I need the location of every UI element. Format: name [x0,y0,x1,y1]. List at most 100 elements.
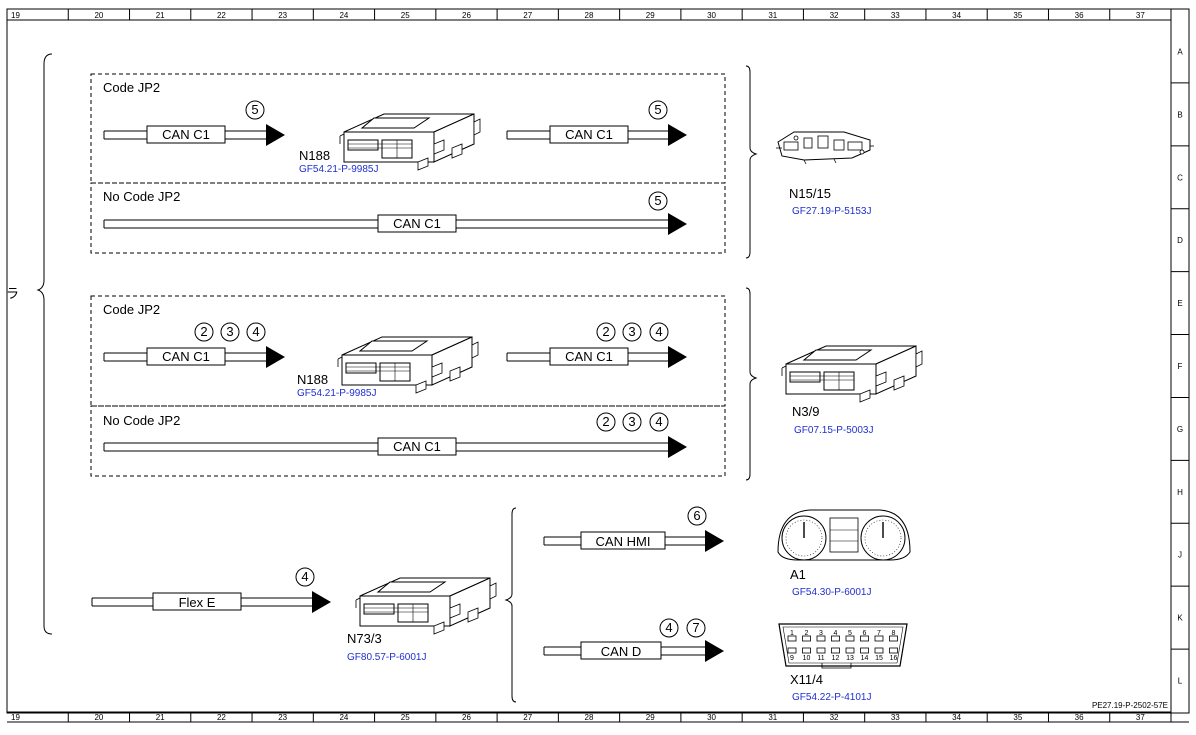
column-label: 30 [707,713,716,722]
column-label: 34 [952,713,961,722]
bus-label: CAN C1 [565,127,613,142]
module-n15-15-drawing [776,131,874,165]
column-label: 27 [523,11,532,20]
row-label: J [1178,551,1182,560]
bus-line-can-c1-direct-2: CAN C1 [103,436,687,458]
unit-ref: GF54.22-P-4101J [792,692,872,703]
column-label: 36 [1075,713,1084,722]
column-label: 23 [278,11,287,20]
row-label: B [1177,110,1182,119]
ecu-n188-1 [339,113,481,171]
badge: 2 [194,322,214,342]
column-label: 35 [1013,713,1022,722]
ecu-n73-3 [355,577,497,635]
obd-pin [802,635,811,642]
column-label: 33 [891,713,900,722]
unit-ref: GF80.57-P-6001J [347,652,427,663]
bus-label: CAN C1 [393,439,441,454]
obd-pin [889,635,898,642]
svg-text:5: 5 [654,102,661,117]
target-brace-1 [745,65,758,259]
bus-label: CAN HMI [596,534,651,549]
svg-text:6: 6 [693,508,700,523]
svg-text:5: 5 [654,193,661,208]
obd-pin [845,635,855,642]
obd-pin-label: 6 [863,630,867,637]
column-label: 27 [523,713,532,722]
obd-pin-label: 13 [846,655,854,662]
nocode-jp2-box-1 [90,182,726,254]
svg-text:3: 3 [226,324,233,339]
column-label: 36 [1075,11,1084,20]
column-label: 21 [156,713,165,722]
ecu-n188-2 [337,336,479,394]
badge: 4 [246,322,266,342]
column-label: 30 [707,11,716,20]
badge: 6 [687,506,707,526]
row-label: D [1177,236,1183,245]
column-label: 26 [462,11,471,20]
branch-brace [504,507,517,703]
target-brace-2 [745,287,758,481]
row-label: H [1177,488,1183,497]
bus-line-flex-e: Flex E [91,591,331,613]
obd-pin-label: 4 [834,630,838,637]
badge: 5 [648,191,668,211]
code-jp2-label-1: Code JP2 [103,80,160,95]
svg-text:4: 4 [301,569,308,584]
obd-pin-label: 7 [877,630,881,637]
bus-line-can-c1-out-1: CAN C1 [506,124,687,146]
outer-brace [36,53,53,635]
doc-id: PE27.19-P-2502-57E [1092,701,1168,710]
column-label: 32 [830,713,839,722]
bus-line-can-d: CAN D [543,640,724,662]
column-label: 35 [1013,11,1022,20]
row-label: K [1177,614,1183,623]
left-fragment: ラ [6,286,19,301]
obd-pin [874,635,884,642]
obd-pin [831,647,840,654]
column-label: 28 [585,11,594,20]
ecu-n3-9 [781,345,923,403]
obd-pin [787,635,797,642]
unit-name: N3/9 [792,404,819,419]
column-label: 20 [94,713,103,722]
bus-label: CAN C1 [162,349,210,364]
row-label: G [1177,425,1183,434]
bus-label: CAN D [601,644,641,659]
unit-name: X11/4 [790,672,823,687]
badge: 3 [220,322,240,342]
obd-pin-label: 16 [890,655,898,662]
obd-pin [860,647,869,654]
column-label: 29 [646,713,655,722]
unit-name: N15/15 [789,186,831,201]
badge: 4 [295,567,315,587]
bus-label: CAN C1 [162,127,210,142]
unit-name: N73/3 [347,631,382,646]
obd-pin [860,635,869,642]
badge: 5 [245,100,265,120]
column-label: 22 [217,713,226,722]
row-label: A [1177,47,1183,56]
svg-text:4: 4 [655,324,662,339]
obd-pin-label: 1 [790,630,794,637]
obd-pin [802,647,811,654]
obd-pin-label: 8 [892,630,896,637]
svg-text:7: 7 [692,620,699,635]
column-label: 34 [952,11,961,20]
row-label: F [1178,362,1183,371]
row-label: E [1177,299,1182,308]
obd-pin-label: 2 [805,630,809,637]
code-jp2-label-2: Code JP2 [103,302,160,317]
bus-label: CAN C1 [565,349,613,364]
column-label: 24 [339,11,348,20]
badge: 7 [686,618,706,638]
column-label: 20 [94,11,103,20]
obd-pin-label: 12 [832,655,840,662]
unit-ref: GF27.19-P-5153J [792,206,872,217]
column-label: 32 [830,11,839,20]
column-label: 31 [768,11,777,20]
obd-pin [874,647,884,654]
